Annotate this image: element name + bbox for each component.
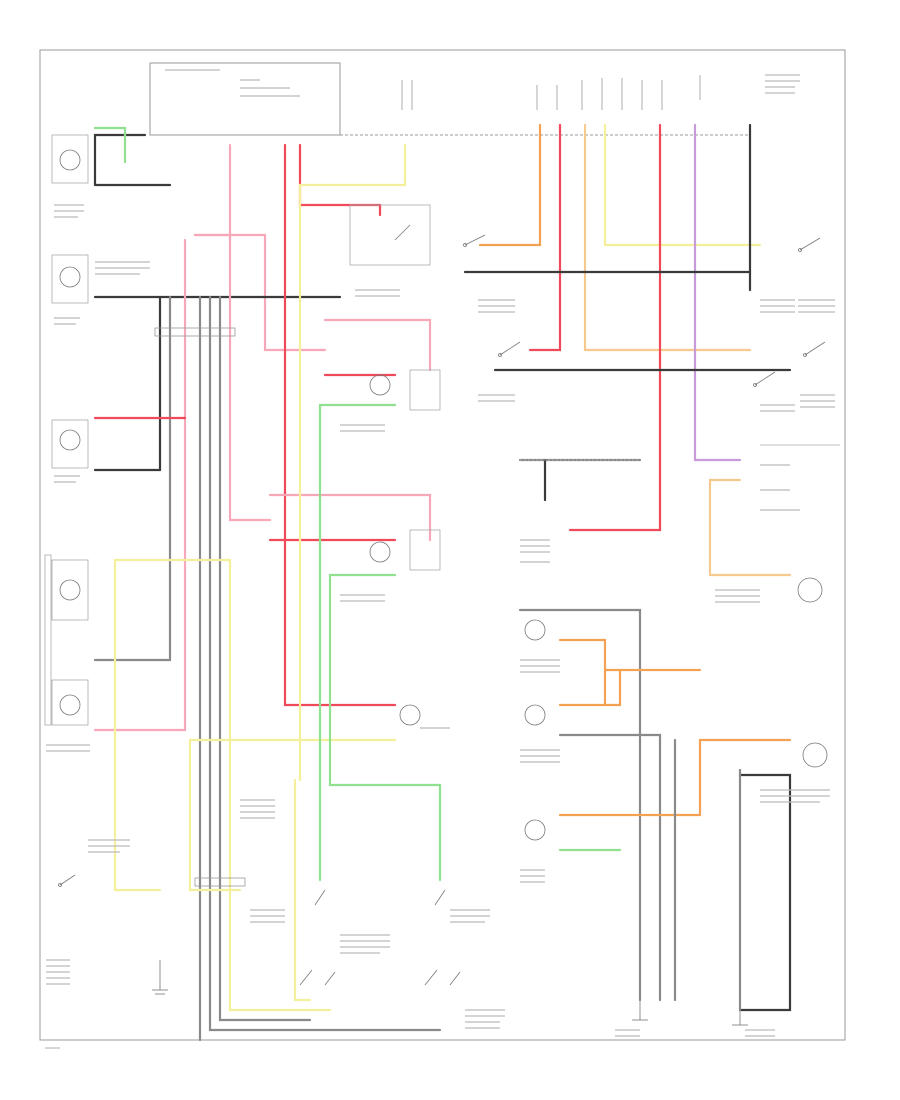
wire-yellow-down-switch xyxy=(293,778,312,1002)
lamp-right-front-door xyxy=(51,419,89,469)
wire-black-lf-door xyxy=(93,133,147,187)
wire-gray-console-5 xyxy=(558,733,662,1002)
lamp-console-2 xyxy=(524,704,546,726)
wire-yellow-top xyxy=(298,143,407,782)
wire-pink-lr-feed xyxy=(323,318,432,372)
splice-pack-bottom xyxy=(194,877,246,887)
switch-driver-door xyxy=(463,234,486,247)
wire-red-5 xyxy=(568,123,662,532)
wire-green-lf-door xyxy=(93,126,127,164)
wire-orange-console-2 xyxy=(558,638,607,707)
lighting-module-box xyxy=(460,230,820,400)
wire-yellow-4 xyxy=(603,123,762,247)
cargo-lamp-bracket xyxy=(44,554,52,726)
wire-yellow-cargo-2 xyxy=(113,558,162,892)
wire-gray-down-2 xyxy=(93,295,172,662)
wire-pink-down-3 xyxy=(93,238,187,732)
wire-gray-console-1 xyxy=(518,608,642,1002)
lamp-console-1 xyxy=(524,619,546,641)
wire-pink-rr-feed xyxy=(268,493,432,542)
lamp-cargo-1 xyxy=(51,559,89,621)
fuse-panel xyxy=(149,62,341,136)
lamp-glove-right xyxy=(797,577,823,603)
lamp-right-rear-courtesy xyxy=(369,529,441,571)
ground-g300 xyxy=(732,1010,748,1026)
wire-lightorange-trunk xyxy=(708,478,792,577)
wire-gray-down-6 xyxy=(218,295,312,1022)
wire-pink-center-3 xyxy=(228,233,272,522)
lamp-left-front-map xyxy=(51,254,89,304)
lamp-console-3 xyxy=(524,819,546,841)
switch-rf-door-right xyxy=(803,341,826,357)
wire-orange-console-6 xyxy=(558,738,792,817)
lamp-left-front-door xyxy=(51,134,89,184)
wire-green-rr-switch xyxy=(328,573,442,882)
wire-red-center-1 xyxy=(283,143,397,707)
switch-map-top xyxy=(349,204,431,266)
ground-g200 xyxy=(632,1000,648,1021)
wire-lightorange-3 xyxy=(583,123,752,352)
wires xyxy=(93,123,792,1042)
lamp-trunk xyxy=(399,704,421,726)
switch-glove-box xyxy=(58,874,76,887)
diagram-border xyxy=(39,49,846,1041)
lamp-left-rear-courtesy xyxy=(369,369,441,411)
wire-pink-to-rf-door xyxy=(193,233,327,352)
switch-lf-door-right xyxy=(798,237,821,252)
splice-pack-left xyxy=(154,327,236,337)
switch-left-rear-door xyxy=(299,889,336,986)
top-pin-marks xyxy=(401,75,701,110)
wire-orange-1 xyxy=(478,123,542,247)
switch-rear-door-right xyxy=(753,371,776,387)
switch-right-rear-door xyxy=(424,889,461,986)
wire-gray-down-5 xyxy=(208,295,442,1032)
wire-yellow-cargo xyxy=(113,558,332,1012)
lamp-transmission-range xyxy=(802,742,828,768)
wire-black-console-9 xyxy=(738,773,792,1012)
wire-red-center-2 xyxy=(298,143,382,217)
component-symbols xyxy=(44,134,840,1026)
wire-orange-console-4 xyxy=(558,668,622,707)
switch-passenger-door xyxy=(498,341,521,357)
wire-yellow-glovebox xyxy=(188,738,242,892)
illegible-label-marks xyxy=(45,69,835,1049)
wire-pink-main-feed xyxy=(193,143,232,237)
wire-purple-6 xyxy=(693,123,742,462)
lamp-cargo-2 xyxy=(51,679,89,726)
ground-left xyxy=(152,960,168,995)
wire-red-2 xyxy=(528,123,562,352)
wire-green-lr-switch xyxy=(318,403,397,882)
